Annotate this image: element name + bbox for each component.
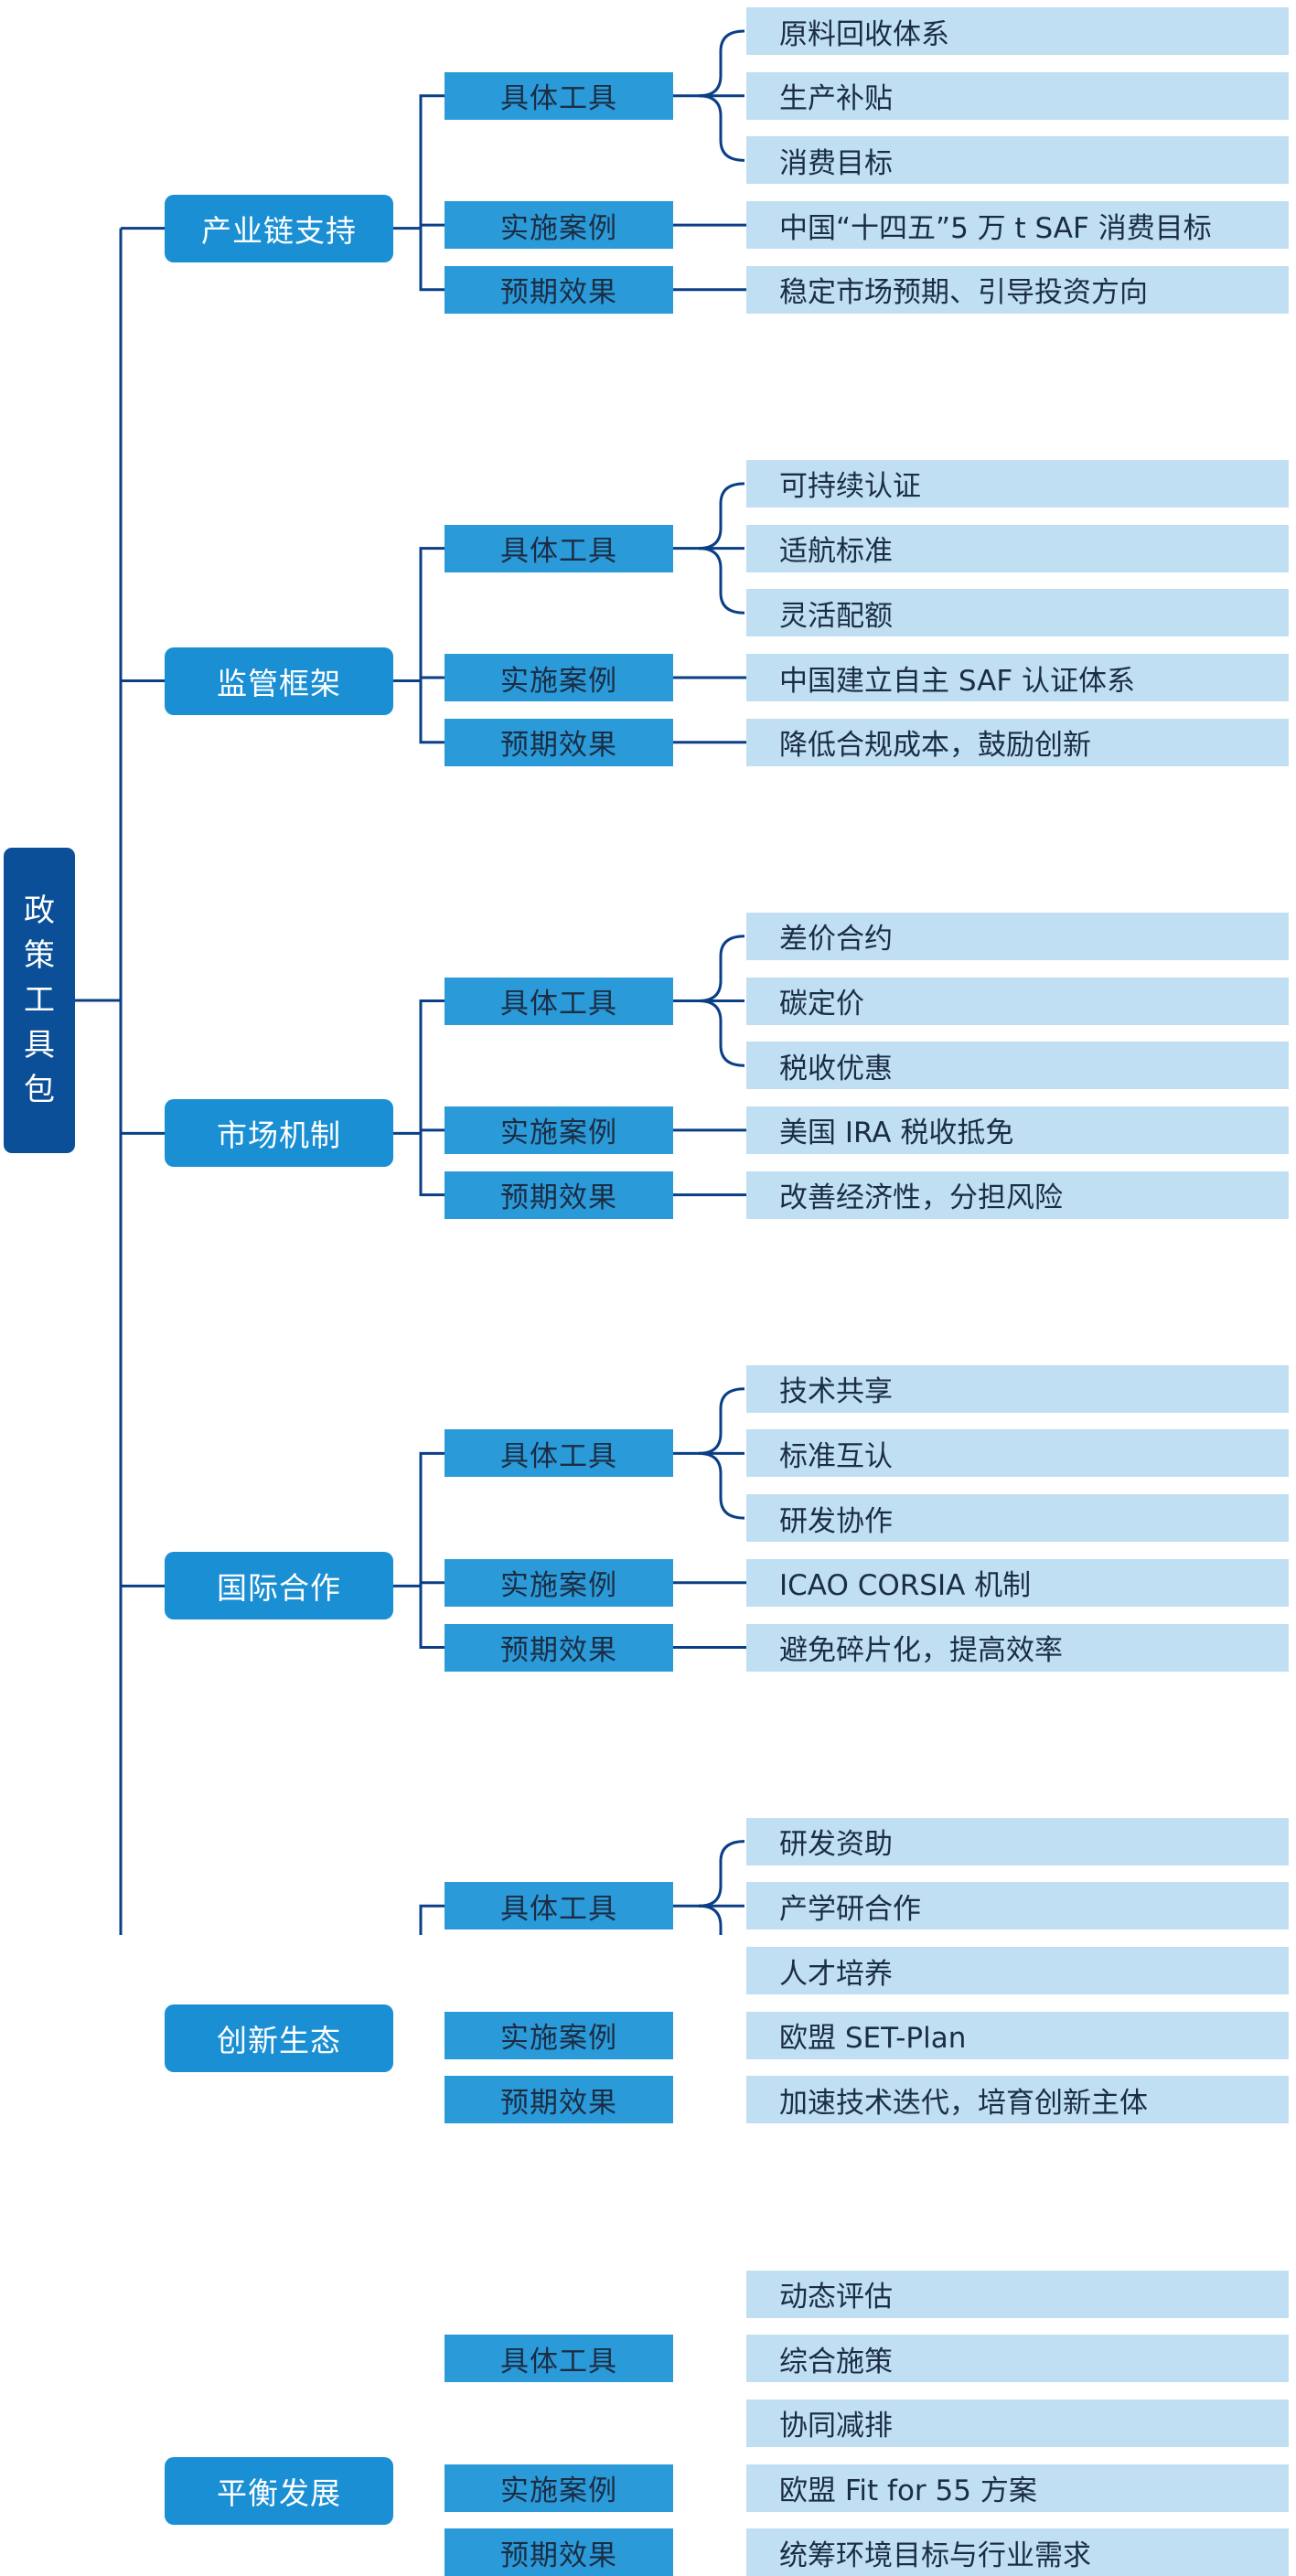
connector-line bbox=[698, 1904, 723, 1935]
tool-item: 可持续认证 bbox=[746, 459, 1289, 508]
tool-item: 人才培养 bbox=[746, 1947, 1289, 1994]
connector-line bbox=[698, 1387, 745, 1455]
connector-line bbox=[419, 94, 444, 292]
effect-item: 改善经济性，分担风险 bbox=[746, 1170, 1289, 1219]
connector-line bbox=[419, 1451, 444, 1649]
effect-label-node: 预期效果 bbox=[444, 265, 673, 314]
policy-toolkit-tree: 政 策 工 具 包 产业链支持具体工具实施案例预期效果原料回收体系生产补贴消费目… bbox=[4, 7, 1289, 2576]
tool-item: 碳定价 bbox=[746, 977, 1289, 1025]
effect-label-node: 预期效果 bbox=[444, 718, 673, 766]
effect-item: 稳定市场预期、引导投资方向 bbox=[746, 265, 1289, 314]
root-char: 具 bbox=[24, 1026, 55, 1064]
tool-item: 灵活配额 bbox=[746, 589, 1289, 637]
branch-node: 创新生态 bbox=[165, 2004, 393, 2073]
case-item: 美国 IRA 税收抵免 bbox=[746, 1106, 1289, 1154]
connector-line bbox=[698, 1840, 745, 1908]
connector-line bbox=[419, 1904, 444, 1935]
case-label-node: 实施案例 bbox=[444, 2011, 673, 2059]
tools-label-node: 具体工具 bbox=[444, 1882, 673, 1930]
connector-lines bbox=[75, 29, 746, 1935]
tool-item: 消费目标 bbox=[746, 136, 1289, 185]
connector-line bbox=[698, 999, 745, 1067]
case-label-node: 实施案例 bbox=[444, 2464, 673, 2512]
tool-item: 差价合约 bbox=[746, 912, 1289, 960]
connector-line bbox=[698, 29, 745, 98]
case-item: 中国建立自主 SAF 认证体系 bbox=[746, 654, 1289, 701]
case-label-node: 实施案例 bbox=[444, 654, 673, 701]
tools-label-node: 具体工具 bbox=[444, 977, 673, 1025]
tool-item: 税收优惠 bbox=[746, 1042, 1289, 1090]
effect-label-node: 预期效果 bbox=[444, 2528, 673, 2576]
root-char: 政 bbox=[24, 892, 55, 929]
branch-node: 市场机制 bbox=[165, 1099, 393, 1168]
case-label-node: 实施案例 bbox=[444, 1106, 673, 1154]
branch-node: 平衡发展 bbox=[165, 2457, 393, 2526]
case-label-node: 实施案例 bbox=[444, 201, 673, 250]
effect-label-node: 预期效果 bbox=[444, 1623, 673, 1672]
effect-item: 降低合规成本，鼓励创新 bbox=[746, 718, 1289, 766]
tool-item: 原料回收体系 bbox=[746, 7, 1289, 55]
root-char: 策 bbox=[24, 936, 55, 974]
root-char: 工 bbox=[24, 981, 55, 1019]
connector-line bbox=[698, 94, 745, 162]
case-item: 中国“十四五”5 万 t SAF 消费目标 bbox=[746, 201, 1289, 250]
tools-label-node: 具体工具 bbox=[444, 71, 673, 120]
connector-line bbox=[698, 482, 745, 550]
connector-line bbox=[419, 547, 444, 744]
tool-item: 生产补贴 bbox=[746, 71, 1289, 120]
branch-node: 产业链支持 bbox=[165, 194, 393, 262]
branch-node: 国际合作 bbox=[165, 1552, 393, 1620]
tools-label-node: 具体工具 bbox=[444, 2335, 673, 2383]
effect-label-node: 预期效果 bbox=[444, 1170, 673, 1219]
tools-label-node: 具体工具 bbox=[444, 1429, 673, 1478]
connector-line bbox=[698, 935, 745, 1002]
tool-item: 标准互认 bbox=[746, 1429, 1289, 1478]
tool-item: 动态评估 bbox=[746, 2270, 1289, 2318]
case-item: ICAO CORSIA 机制 bbox=[746, 1558, 1289, 1607]
effect-item: 避免碎片化，提高效率 bbox=[746, 1623, 1289, 1672]
root-node: 政 策 工 具 包 bbox=[4, 848, 75, 1153]
tool-item: 适航标准 bbox=[746, 524, 1289, 572]
case-item: 欧盟 SET-Plan bbox=[746, 2011, 1289, 2059]
connector-line bbox=[419, 999, 444, 1197]
tool-item: 研发协作 bbox=[746, 1494, 1289, 1543]
connector-line bbox=[698, 1451, 745, 1520]
connector-line bbox=[698, 547, 745, 615]
root-char: 包 bbox=[24, 1071, 55, 1108]
tools-label-node: 具体工具 bbox=[444, 524, 673, 572]
branch-node: 监管框架 bbox=[165, 647, 393, 715]
effect-label-node: 预期效果 bbox=[444, 2076, 673, 2124]
effect-item: 加速技术迭代，培育创新主体 bbox=[746, 2076, 1289, 2124]
tool-item: 产学研合作 bbox=[746, 1882, 1289, 1930]
case-item: 欧盟 Fit for 55 方案 bbox=[746, 2464, 1289, 2512]
tool-item: 研发资助 bbox=[746, 1817, 1289, 1865]
effect-item: 统筹环境目标与行业需求 bbox=[746, 2528, 1289, 2576]
case-label-node: 实施案例 bbox=[444, 1558, 673, 1607]
tool-item: 技术共享 bbox=[746, 1364, 1289, 1413]
tool-item: 综合施策 bbox=[746, 2335, 1289, 2383]
tool-item: 协同减排 bbox=[746, 2399, 1289, 2447]
